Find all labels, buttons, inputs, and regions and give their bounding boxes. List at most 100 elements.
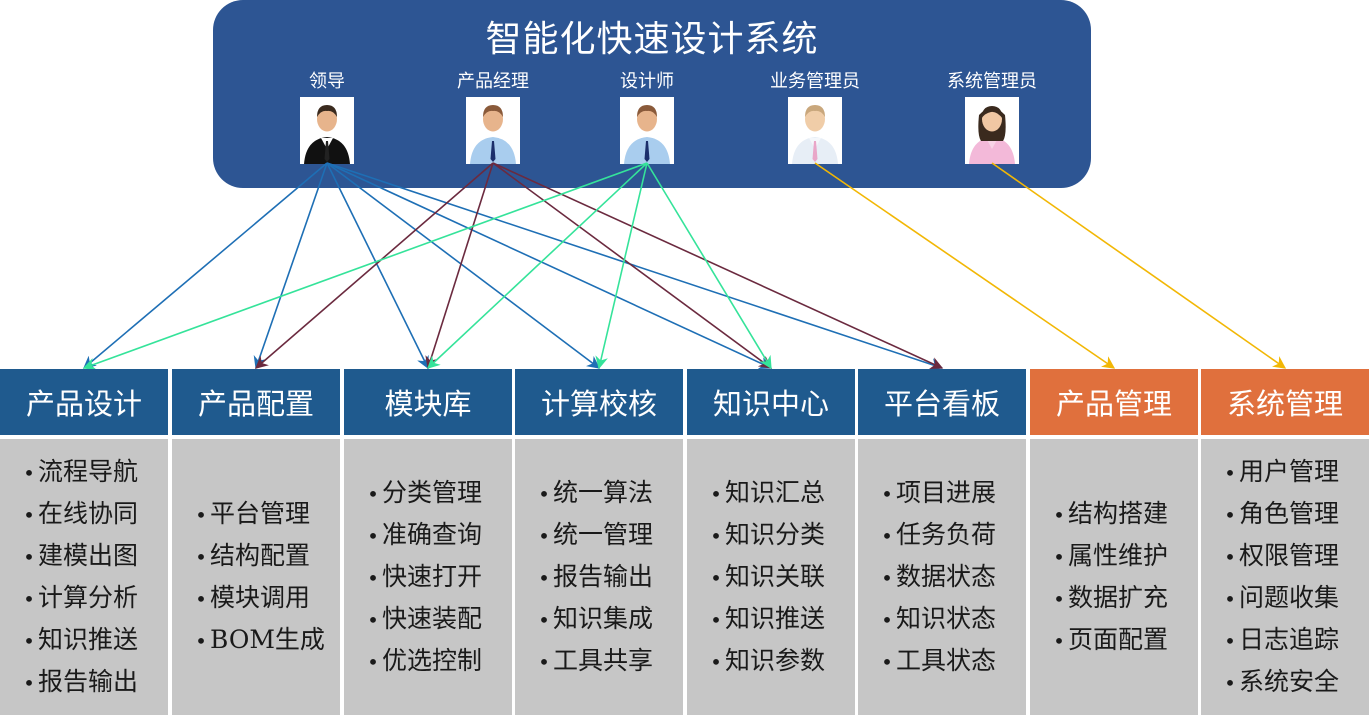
feature-label: 知识推送: [38, 625, 139, 654]
feature-item: •工具共享: [535, 640, 683, 682]
link-arrow: [991, 162, 1287, 369]
link-arrow: [492, 162, 944, 370]
module-feature-list: •知识汇总•知识分类•知识关联•知识推送•知识参数: [687, 439, 855, 715]
feature-item: •知识状态: [878, 598, 1026, 640]
bullet-icon: •: [538, 482, 550, 506]
bullet-icon: •: [538, 524, 550, 548]
bullet-icon: •: [538, 608, 550, 632]
feature-label: 项目进展: [896, 478, 997, 507]
bullet-icon: •: [538, 566, 550, 590]
feature-label: 页面配置: [1068, 625, 1169, 654]
feature-item: •计算分析: [20, 577, 168, 619]
link-arrow: [326, 162, 601, 369]
feature-item: •日志追踪: [1221, 619, 1369, 661]
bullet-icon: •: [1224, 503, 1236, 527]
bullet-icon: •: [367, 608, 379, 632]
feature-label: 角色管理: [1239, 499, 1340, 528]
feature-label: 报告输出: [38, 667, 139, 696]
feature-item: •平台管理: [192, 493, 340, 535]
link-arrow: [595, 162, 648, 370]
link-arrow: [427, 162, 648, 369]
module-feature-list: •流程导航•在线协同•建模出图•计算分析•知识推送•报告输出: [0, 439, 168, 715]
bullet-icon: •: [195, 629, 207, 653]
bullet-icon: •: [1224, 545, 1236, 569]
module-header: 模块库: [344, 369, 512, 435]
bullet-icon: •: [710, 566, 722, 590]
feature-item: •快速打开: [364, 556, 512, 598]
feature-item: •统一管理: [535, 514, 683, 556]
feature-item: •任务负荷: [878, 514, 1026, 556]
bullet-icon: •: [710, 650, 722, 674]
role-label: 产品经理: [457, 71, 529, 92]
feature-label: 优选控制: [382, 646, 483, 675]
feature-item: •报告输出: [20, 661, 168, 703]
system-admin-avatar-icon: [965, 97, 1019, 164]
role-3: 设计师: [577, 70, 717, 164]
feature-label: 快速打开: [382, 562, 483, 591]
feature-item: •统一算法: [535, 472, 683, 514]
feature-item: •知识参数: [707, 640, 855, 682]
feature-item: •知识集成: [535, 598, 683, 640]
feature-item: •报告输出: [535, 556, 683, 598]
feature-item: •结构搭建: [1050, 493, 1198, 535]
feature-item: •知识推送: [707, 598, 855, 640]
bullet-icon: •: [195, 587, 207, 611]
feature-label: 知识汇总: [725, 478, 826, 507]
feature-item: •数据状态: [878, 556, 1026, 598]
bullet-icon: •: [881, 482, 893, 506]
feature-label: 统一管理: [553, 520, 654, 549]
feature-item: •模块调用: [192, 577, 340, 619]
feature-label: 属性维护: [1068, 541, 1169, 570]
feature-label: 结构配置: [210, 541, 311, 570]
feature-label: 日志追踪: [1239, 625, 1340, 654]
module-feature-list: •分类管理•准确查询•快速打开•快速装配•优选控制: [344, 439, 512, 715]
feature-item: •知识分类: [707, 514, 855, 556]
feature-item: •问题收集: [1221, 577, 1369, 619]
feature-label: 快速装配: [382, 604, 483, 633]
bullet-icon: •: [538, 650, 550, 674]
feature-label: 知识推送: [725, 604, 826, 633]
feature-item: •用户管理: [1221, 451, 1369, 493]
feature-label: 知识状态: [896, 604, 997, 633]
feature-label: 统一算法: [553, 478, 654, 507]
system-title: 智能化快速设计系统: [485, 19, 819, 60]
bullet-icon: •: [23, 503, 35, 527]
link-arrow: [326, 162, 944, 371]
feature-label: 数据状态: [896, 562, 997, 591]
feature-item: •系统安全: [1221, 661, 1369, 703]
feature-item: •BOM生成: [192, 619, 340, 661]
link-arrow: [646, 162, 772, 370]
module-header: 系统管理: [1201, 369, 1369, 435]
feature-label: 用户管理: [1239, 457, 1340, 486]
feature-label: 工具共享: [553, 646, 654, 675]
feature-label: 知识集成: [553, 604, 654, 633]
feature-item: •结构配置: [192, 535, 340, 577]
bullet-icon: •: [195, 545, 207, 569]
bullet-icon: •: [1053, 629, 1065, 653]
role-1: 领导: [257, 70, 397, 164]
feature-item: •数据扩充: [1050, 577, 1198, 619]
link-arrow: [326, 162, 773, 369]
feature-item: •准确查询: [364, 514, 512, 556]
bullet-icon: •: [1053, 545, 1065, 569]
link-arrow: [83, 162, 328, 369]
leader-avatar-icon: [300, 97, 354, 164]
role-label: 业务管理员: [770, 71, 860, 92]
bullet-icon: •: [710, 608, 722, 632]
feature-label: 模块调用: [210, 583, 311, 612]
bullet-icon: •: [1224, 587, 1236, 611]
bullet-icon: •: [23, 587, 35, 611]
role-label: 领导: [309, 71, 345, 92]
business-admin-avatar-icon: [788, 97, 842, 164]
link-arrow: [425, 162, 494, 370]
bullet-icon: •: [881, 650, 893, 674]
feature-label: 平台管理: [210, 499, 311, 528]
bullet-icon: •: [710, 524, 722, 548]
feature-label: 报告输出: [553, 562, 654, 591]
designer-avatar-icon: [620, 97, 674, 164]
feature-label: 工具状态: [896, 646, 997, 675]
feature-label: 流程导航: [38, 457, 139, 486]
feature-label: 建模出图: [38, 541, 139, 570]
bullet-icon: •: [1224, 629, 1236, 653]
feature-item: •权限管理: [1221, 535, 1369, 577]
